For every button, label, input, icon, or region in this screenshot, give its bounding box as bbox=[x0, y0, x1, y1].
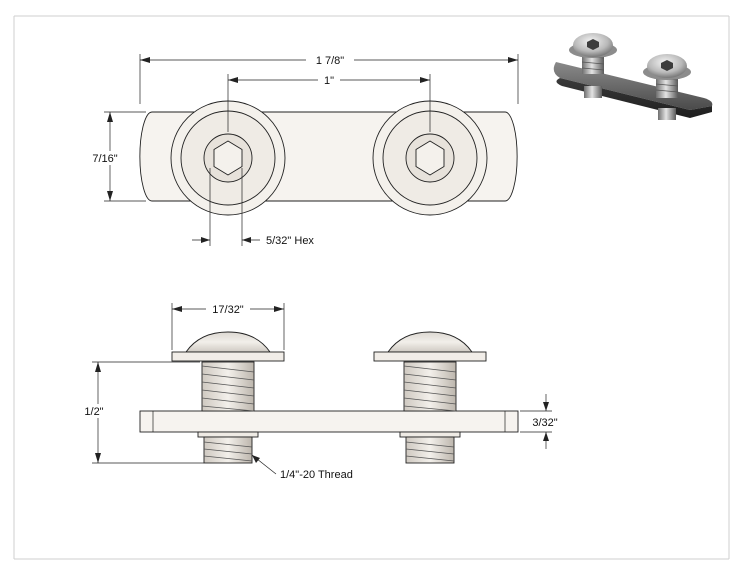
dim-screw-length: 1/2" bbox=[76, 361, 204, 464]
dim-hex-size: 5/32" Hex bbox=[192, 168, 314, 247]
drawing-frame bbox=[13, 15, 730, 560]
side-view: 17/32" 1/2" 3/32" 1/4"-20 Thr bbox=[76, 301, 564, 481]
label-head-diameter: 17/32" bbox=[212, 304, 244, 316]
left-screw-head-top bbox=[170, 100, 286, 216]
dim-head-diameter: 17/32" bbox=[171, 301, 285, 350]
top-view: 1 7/8" 1" 7/16" bbox=[84, 52, 519, 247]
thread-callout: 1/4"-20 Thread bbox=[251, 454, 353, 481]
hex-socket-icon bbox=[415, 140, 445, 176]
label-thread-spec: 1/4"-20 Thread bbox=[280, 469, 353, 481]
dim-hole-spacing: 1" bbox=[227, 72, 431, 132]
plate-side bbox=[139, 410, 519, 433]
label-plate-width: 7/16" bbox=[92, 153, 117, 165]
label-hex-size: 5/32" Hex bbox=[266, 235, 314, 247]
dim-overall-length: 1 7/8" bbox=[139, 52, 519, 104]
label-hole-spacing: 1" bbox=[324, 75, 334, 87]
iso-view bbox=[553, 33, 713, 120]
right-screw-head-top bbox=[372, 100, 488, 216]
dim-plate-thickness: 3/32" bbox=[520, 394, 564, 449]
hex-socket-icon bbox=[213, 140, 243, 176]
label-overall-length: 1 7/8" bbox=[316, 55, 344, 67]
right-screw-side bbox=[373, 331, 487, 464]
label-plate-thickness: 3/32" bbox=[532, 417, 557, 429]
label-screw-length: 1/2" bbox=[84, 406, 103, 418]
left-screw-side bbox=[171, 331, 285, 464]
dim-plate-width: 7/16" bbox=[84, 111, 146, 202]
